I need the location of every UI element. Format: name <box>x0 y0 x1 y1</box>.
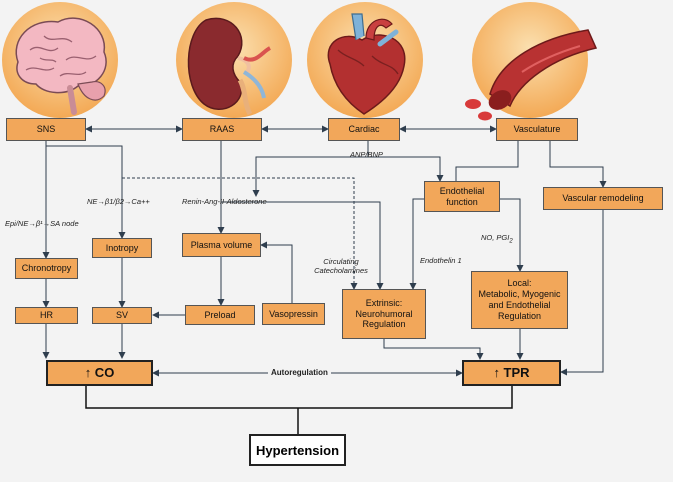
vasopressin-box: Vasopressin <box>262 303 325 325</box>
anp-bnp-label: ANP/BNP <box>350 150 383 159</box>
cardiac-box: Cardiac <box>328 118 400 141</box>
circulating-catecholamines-label: Circulating Catecholamines <box>314 257 368 275</box>
catecholamines-dashed-line <box>122 177 358 290</box>
sns-box: SNS <box>6 118 86 141</box>
tpr-box: ↑ TPR <box>462 360 561 386</box>
autoregulation-label: Autoregulation <box>268 368 331 377</box>
preload-box: Preload <box>185 305 255 325</box>
sv-box: SV <box>92 307 152 324</box>
brain-icon <box>2 2 118 118</box>
ne-beta-label: NE→β1/β2→Ca++ <box>87 197 150 206</box>
plasma-volume-box: Plasma volume <box>182 233 261 257</box>
endothelin-label: Endothelin 1 <box>420 256 462 265</box>
blood-vessel-icon <box>465 2 598 121</box>
epi-ne-label: Epi/NE→β¹→SA node <box>5 219 79 228</box>
co-box: ↑ CO <box>46 360 153 386</box>
no-pgi-text: NO, PGI <box>481 233 510 242</box>
chronotropy-box: Chronotropy <box>15 258 78 279</box>
inotropy-box: Inotropy <box>92 238 152 258</box>
raas-box: RAAS <box>182 118 262 141</box>
renin-label: Renin-Ang-II-Aldosterone <box>182 197 267 206</box>
vascular-remodeling-box: Vascular remodeling <box>543 187 663 210</box>
heart-icon <box>307 2 423 118</box>
local-regulation-box: Local: Metabolic, Myogenic and Endotheli… <box>471 271 568 329</box>
endothelial-function-box: Endothelial function <box>424 181 500 212</box>
extrinsic-regulation-box: Extrinsic: Neurohumoral Regulation <box>342 289 426 339</box>
kidney-icon <box>176 2 292 118</box>
no-pgi-label: NO, PGI2 <box>481 233 513 245</box>
hr-box: HR <box>15 307 78 324</box>
hypertension-box: Hypertension <box>249 434 346 466</box>
vasculature-box: Vasculature <box>496 118 578 141</box>
no-pgi-subscript: 2 <box>509 238 513 245</box>
